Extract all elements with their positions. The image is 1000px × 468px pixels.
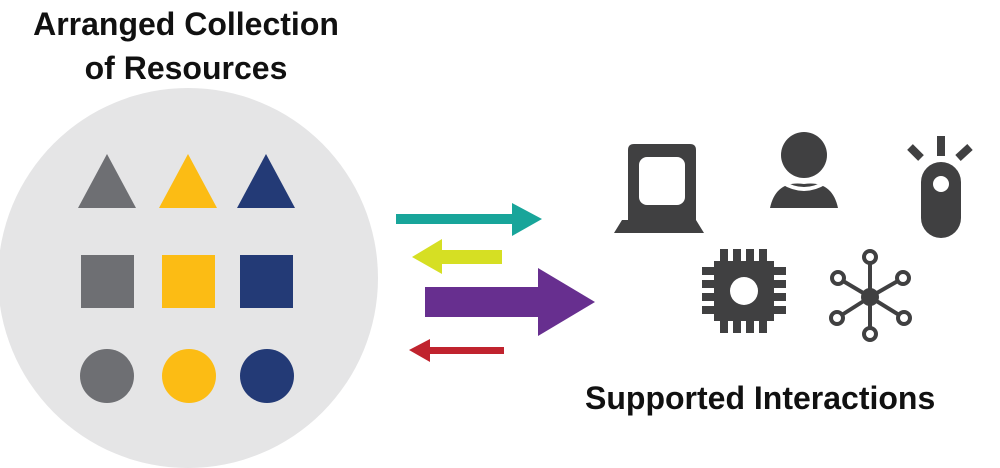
computer-monitor-icon: [614, 144, 704, 233]
gray-circle-shape: [80, 349, 134, 403]
resources-title: Arranged Collection of Resources: [0, 2, 372, 90]
gray-square-shape: [81, 255, 134, 308]
resources-title-line2: of Resources: [84, 50, 288, 86]
interactions-label: Supported Interactions: [585, 380, 936, 416]
navy-circle-shape: [240, 349, 294, 403]
yellow-square-shape: [162, 255, 215, 308]
red-left-arrow: [409, 339, 504, 362]
network-hub-icon: [829, 249, 912, 342]
person-icon: [770, 132, 838, 208]
yellow-triangle-shape: [159, 154, 217, 208]
lime-left-arrow: [412, 239, 502, 274]
resources-title-line1: Arranged Collection: [33, 6, 339, 42]
purple-right-arrow: [425, 268, 595, 336]
navy-triangle-shape: [237, 154, 295, 208]
sensor-light-icon: [907, 136, 973, 238]
navy-square-shape: [240, 255, 293, 308]
yellow-circle-shape: [162, 349, 216, 403]
microchip-icon: [702, 249, 786, 333]
gray-triangle-shape: [78, 154, 136, 208]
teal-right-arrow: [396, 203, 542, 236]
